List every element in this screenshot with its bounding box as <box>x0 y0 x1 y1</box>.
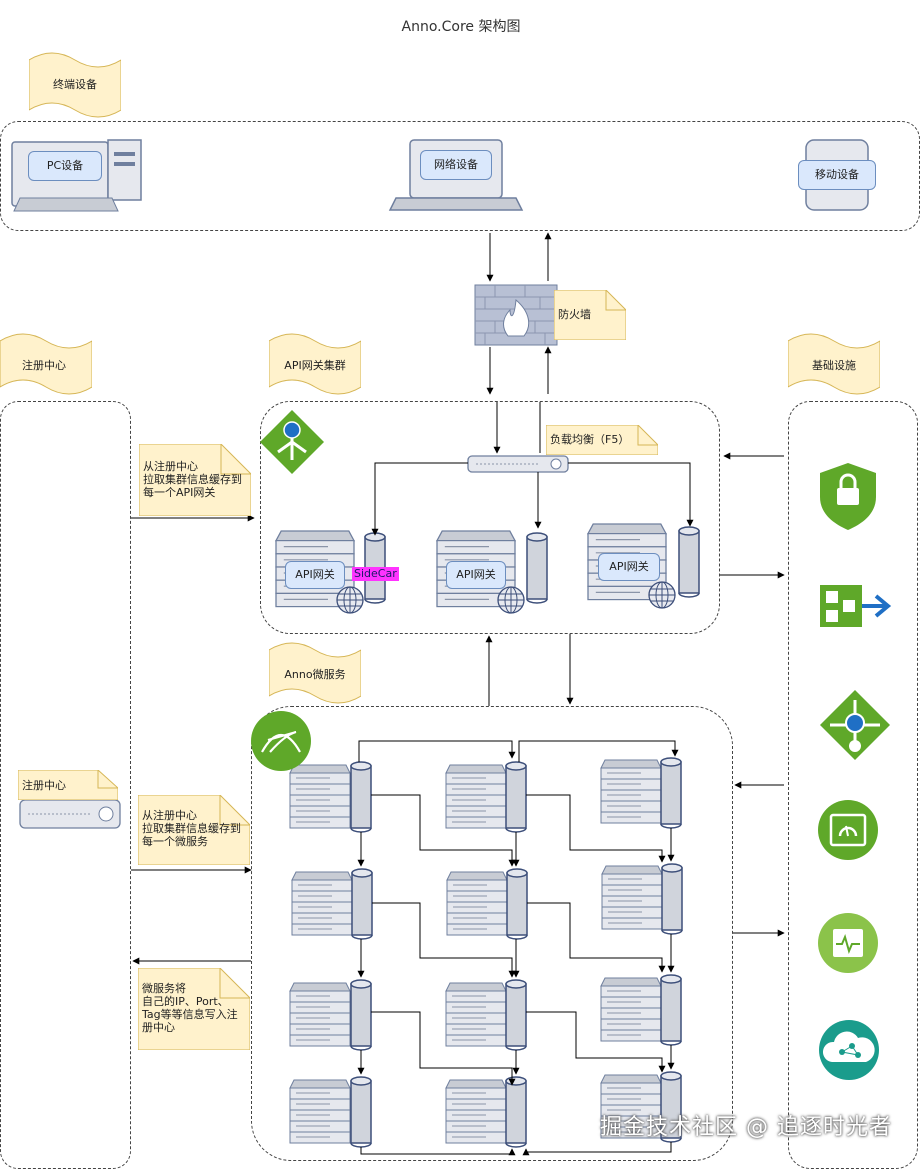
ms-server-r3c2 <box>445 979 527 1051</box>
ms-server-r4c2 <box>445 1076 527 1148</box>
ms-server-r3c3 <box>600 974 682 1046</box>
infra-group <box>788 401 918 1169</box>
microservice-group <box>251 706 733 1161</box>
pc-device-label: PC设备 <box>28 151 102 181</box>
monitor-icon <box>818 800 878 860</box>
health-monitor-icon <box>818 913 878 973</box>
load-balancer-note: 负载均衡（F5） <box>546 425 658 455</box>
security-shield-icon <box>820 463 876 530</box>
sidecar-label: SideCar <box>352 567 399 581</box>
gateway-label-1: API网关 <box>285 561 345 589</box>
microservice-flag: Anno微服务 <box>269 642 361 704</box>
load-balancer-label: 负载均衡（F5） <box>550 433 630 446</box>
terminal-flag-label: 终端设备 <box>53 78 97 91</box>
service-fabric-icon <box>251 711 311 771</box>
watermark: 掘金技术社区 @ 追逐时光者 <box>600 1115 892 1140</box>
registry-device-label: 注册中心 <box>22 779 66 792</box>
firewall-note: 防火墙 <box>554 290 626 340</box>
ms-server-r2c1 <box>291 868 373 940</box>
pull-service-text: 从注册中心 拉取集群信息缓存到 每一个微服务 <box>142 809 241 848</box>
ms-server-r3c1 <box>289 979 372 1051</box>
ms-server-r1c1 <box>289 761 372 833</box>
gateway-label-2: API网关 <box>446 561 506 589</box>
mobile-device-label: 移动设备 <box>798 160 876 190</box>
registry-group <box>0 401 131 1169</box>
ms-server-r2c3 <box>601 863 683 935</box>
gateway-label-3: API网关 <box>598 553 660 581</box>
load-balancer-device-icon <box>467 455 569 473</box>
firewall-label: 防火墙 <box>558 308 591 321</box>
ms-server-r1c3 <box>600 757 682 829</box>
microservice-servers <box>289 757 683 1148</box>
network-device-label: 网络设备 <box>420 150 492 180</box>
gateway-cluster-group <box>260 401 720 634</box>
registry-flag: 注册中心 <box>0 333 92 395</box>
pull-gateway-text: 从注册中心 拉取集群信息缓存到 每一个API网关 <box>143 460 242 499</box>
infra-flag-label: 基础设施 <box>812 359 856 372</box>
diagram-title: Anno.Core 架构图 <box>401 19 521 35</box>
gateway-icon <box>820 690 890 760</box>
cloud-network-icon <box>819 1020 879 1080</box>
load-balancer-icon <box>820 585 892 627</box>
pull-service-note: 从注册中心 拉取集群信息缓存到 每一个微服务 <box>138 795 250 865</box>
registry-flag-label: 注册中心 <box>22 359 66 372</box>
terminal-group <box>0 121 920 231</box>
pull-gateway-note: 从注册中心 拉取集群信息缓存到 每一个API网关 <box>139 444 251 516</box>
ms-server-r2c2 <box>446 868 528 940</box>
registry-device-note: 注册中心 <box>18 770 118 800</box>
registry-device-icon <box>19 799 121 829</box>
register-text: 微服务将 自己的IP、Port、 Tag等等信息写入注 册中心 <box>142 982 238 1034</box>
api-gateway-icon <box>260 410 324 474</box>
microservice-flag-label: Anno微服务 <box>284 668 346 681</box>
gateway-cluster-flag-label: API网关集群 <box>284 359 346 372</box>
ms-server-r4c1 <box>289 1076 372 1148</box>
ms-server-r1c2 <box>445 761 527 833</box>
firewall-icon <box>474 284 558 346</box>
register-note: 微服务将 自己的IP、Port、 Tag等等信息写入注 册中心 <box>138 968 250 1050</box>
infra-flag: 基础设施 <box>788 333 880 395</box>
connector-lines <box>131 232 785 1156</box>
terminal-flag: 终端设备 <box>29 52 121 118</box>
gateway-cluster-flag: API网关集群 <box>269 333 361 395</box>
